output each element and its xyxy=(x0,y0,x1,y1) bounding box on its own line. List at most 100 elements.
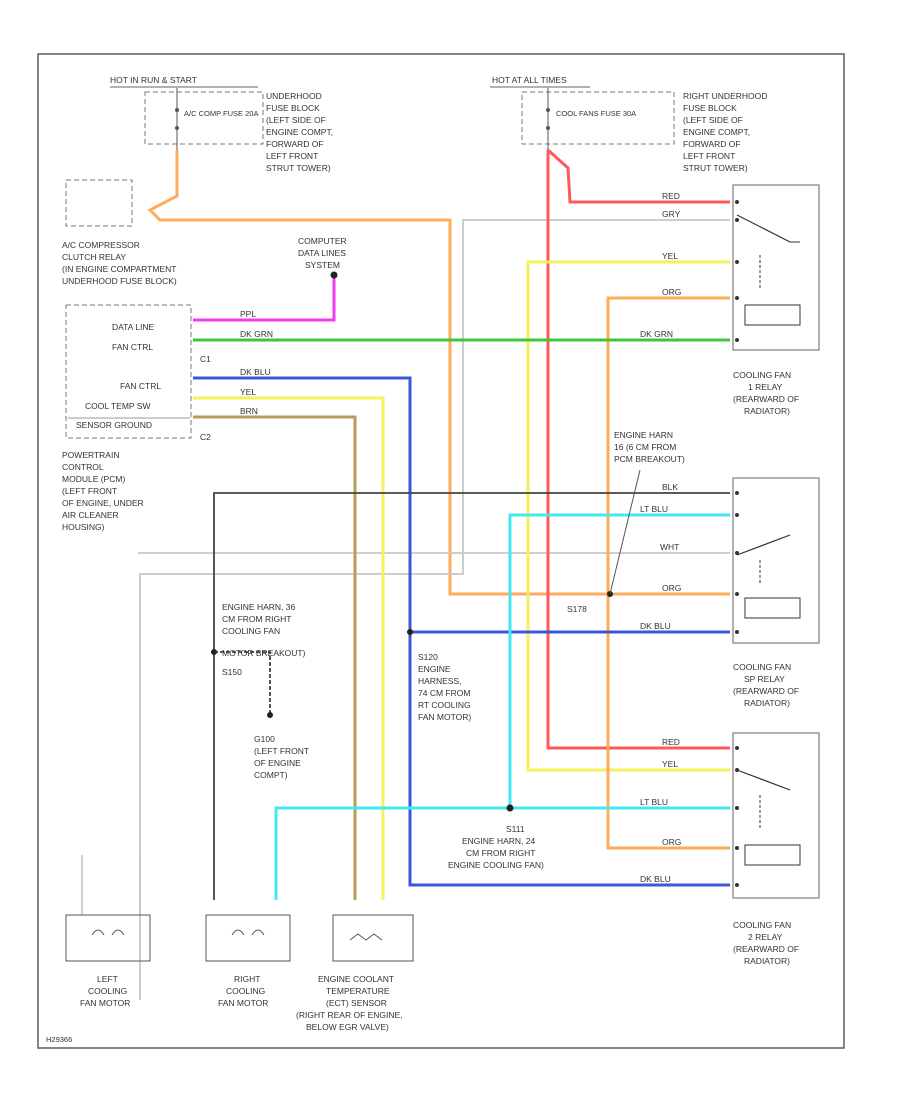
svg-text:(REARWARD OF: (REARWARD OF xyxy=(733,394,799,404)
harness-leader xyxy=(609,469,641,595)
svg-text:DK BLU: DK BLU xyxy=(640,874,671,884)
wire-tan-sensor xyxy=(193,415,357,900)
svg-text:BRN: BRN xyxy=(240,406,258,416)
wire-red-relay1 xyxy=(546,148,730,204)
svg-text:SP RELAY: SP RELAY xyxy=(744,674,785,684)
svg-text:CM FROM RIGHT: CM FROM RIGHT xyxy=(222,614,291,624)
svg-text:CM FROM RIGHT: CM FROM RIGHT xyxy=(466,848,535,858)
svg-text:(LEFT FRONT: (LEFT FRONT xyxy=(254,746,309,756)
svg-text:TEMPERATURE: TEMPERATURE xyxy=(326,986,390,996)
svg-text:FAN CTRL: FAN CTRL xyxy=(120,381,161,391)
svg-text:LEFT FRONT: LEFT FRONT xyxy=(266,151,318,161)
svg-text:(ECT) SENSOR: (ECT) SENSOR xyxy=(326,998,387,1008)
wire-purple-data xyxy=(193,275,336,322)
hot-start-label: HOT IN RUN & START xyxy=(110,75,197,85)
svg-text:ENGINE: ENGINE xyxy=(418,664,451,674)
wire-orange-ac-feed xyxy=(147,150,730,596)
svg-text:BLK: BLK xyxy=(662,482,678,492)
svg-text:ENGINE HARN: ENGINE HARN xyxy=(614,430,673,440)
svg-text:RADIATOR): RADIATOR) xyxy=(744,406,790,416)
svg-text:RT COOLING: RT COOLING xyxy=(418,700,471,710)
svg-text:POWERTRAIN: POWERTRAIN xyxy=(62,450,119,460)
svg-text:1 RELAY: 1 RELAY xyxy=(748,382,783,392)
right-fan-label: RIGHT COOLING FAN MOTOR xyxy=(218,974,268,1008)
svg-text:YEL: YEL xyxy=(662,251,678,261)
svg-text:S120: S120 xyxy=(418,652,438,662)
svg-text:PCM BREAKOUT): PCM BREAKOUT) xyxy=(614,454,685,464)
wire-orange-coils xyxy=(606,296,730,850)
svg-text:COMPUTER: COMPUTER xyxy=(298,236,347,246)
svg-text:BELOW EGR VALVE): BELOW EGR VALVE) xyxy=(306,1022,389,1032)
pcm-outline xyxy=(65,304,192,439)
svg-text:SYSTEM: SYSTEM xyxy=(305,260,340,270)
svg-text:CONTROL: CONTROL xyxy=(62,462,104,472)
svg-text:WHT: WHT xyxy=(660,542,679,552)
svg-text:RADIATOR): RADIATOR) xyxy=(744,956,790,966)
harness-s1-label: ENGINE HARN, 36 CM FROM RIGHT COOLING FA… xyxy=(222,602,306,658)
svg-text:COOLING FAN: COOLING FAN xyxy=(733,370,791,380)
svg-text:LEFT: LEFT xyxy=(97,974,118,984)
svg-text:ENGINE COMPT,: ENGINE COMPT, xyxy=(683,127,750,137)
svg-text:(LEFT SIDE OF: (LEFT SIDE OF xyxy=(266,115,326,125)
svg-text:74 CM FROM: 74 CM FROM xyxy=(418,688,470,698)
svg-text:PPL: PPL xyxy=(240,309,256,319)
svg-text:CLUTCH RELAY: CLUTCH RELAY xyxy=(62,252,126,262)
wire-red-main xyxy=(546,150,730,750)
svg-text:DATA LINES: DATA LINES xyxy=(298,248,346,258)
wire-cyan-sp xyxy=(508,513,730,810)
svg-text:UNDERHOOD: UNDERHOOD xyxy=(266,91,322,101)
splice-mid-label: S120 ENGINE HARNESS, 74 CM FROM RT COOLI… xyxy=(418,652,471,722)
svg-text:MODULE (PCM): MODULE (PCM) xyxy=(62,474,125,484)
svg-text:G100: G100 xyxy=(254,734,275,744)
svg-text:COOL TEMP SW: COOL TEMP SW xyxy=(85,401,151,411)
relay-sp-label: COOLING FAN SP RELAY (REARWARD OF RADIAT… xyxy=(733,662,799,708)
svg-text:COMPT): COMPT) xyxy=(254,770,288,780)
computer-lines-label: COMPUTER DATA LINES SYSTEM xyxy=(298,236,347,270)
s150-label: S150 xyxy=(222,667,242,677)
svg-text:ORG: ORG xyxy=(662,583,681,593)
svg-text:DATA LINE: DATA LINE xyxy=(112,322,155,332)
svg-text:DK BLU: DK BLU xyxy=(240,367,271,377)
cool-fuse-label: COOL FANS FUSE 30A xyxy=(556,109,636,118)
svg-text:(LEFT SIDE OF: (LEFT SIDE OF xyxy=(683,115,743,125)
svg-text:(RIGHT REAR OF ENGINE,: (RIGHT REAR OF ENGINE, xyxy=(296,1010,403,1020)
svg-text:UNDERHOOD FUSE BLOCK): UNDERHOOD FUSE BLOCK) xyxy=(62,276,177,286)
svg-text:FAN CTRL: FAN CTRL xyxy=(112,342,153,352)
ac-relay-label: A/C COMPRESSOR CLUTCH RELAY (IN ENGINE C… xyxy=(62,240,177,286)
svg-text:MOTOR BREAKOUT): MOTOR BREAKOUT) xyxy=(222,648,306,658)
svg-text:COOLING FAN: COOLING FAN xyxy=(733,662,791,672)
svg-text:16 (6 CM FROM: 16 (6 CM FROM xyxy=(614,442,676,452)
cool-fuse-symbol xyxy=(546,88,550,150)
wire-black-ground xyxy=(213,492,730,900)
underhood-right-label: RIGHT UNDERHOOD FUSE BLOCK (LEFT SIDE OF… xyxy=(683,91,767,173)
svg-text:HOUSING): HOUSING) xyxy=(62,522,105,532)
left-cooling-fan-motor xyxy=(65,855,151,962)
cooling-fan-sp-relay xyxy=(732,477,820,644)
svg-text:(LEFT FRONT: (LEFT FRONT xyxy=(62,486,117,496)
hot-all-label: HOT AT ALL TIMES xyxy=(492,75,567,85)
wire-black-g100 xyxy=(214,651,271,715)
figure-id: H29366 xyxy=(46,1035,72,1044)
svg-text:GRY: GRY xyxy=(662,209,681,219)
svg-text:RIGHT UNDERHOOD: RIGHT UNDERHOOD xyxy=(683,91,767,101)
connector-c1-label: C1 xyxy=(200,354,211,364)
svg-text:OF ENGINE: OF ENGINE xyxy=(254,758,301,768)
svg-text:STRUT TOWER): STRUT TOWER) xyxy=(683,163,748,173)
wire-yellow-pcm xyxy=(193,396,385,900)
svg-text:STRUT TOWER): STRUT TOWER) xyxy=(266,163,331,173)
wire-labels: RED GRY YEL ORG DK GRN PPL DK GRN DK BLU… xyxy=(240,191,681,884)
svg-text:COOLING FAN: COOLING FAN xyxy=(222,626,280,636)
fuse-block-left-outline xyxy=(144,91,264,145)
cooling-fan-2-relay xyxy=(732,732,820,899)
wire-gray-left xyxy=(139,557,464,1000)
svg-text:(IN ENGINE COMPARTMENT: (IN ENGINE COMPARTMENT xyxy=(62,264,176,274)
svg-text:LT BLU: LT BLU xyxy=(640,504,668,514)
svg-text:YEL: YEL xyxy=(662,759,678,769)
svg-text:2 RELAY: 2 RELAY xyxy=(748,932,783,942)
svg-text:ENGINE HARN, 36: ENGINE HARN, 36 xyxy=(222,602,295,612)
svg-text:DK GRN: DK GRN xyxy=(640,329,673,339)
svg-text:ENGINE COMPT,: ENGINE COMPT, xyxy=(266,127,333,137)
svg-text:RED: RED xyxy=(662,191,680,201)
ect-sensor xyxy=(332,914,414,962)
